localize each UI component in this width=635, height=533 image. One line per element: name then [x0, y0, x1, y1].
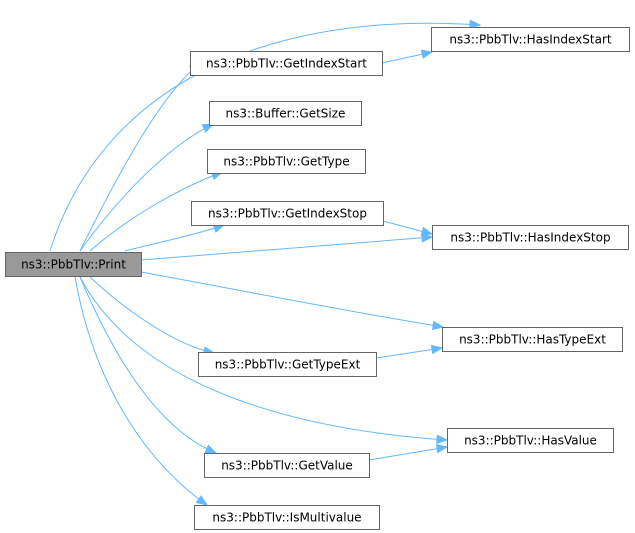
node-box	[207, 149, 366, 174]
node-label: ns3::PbbTlv::HasIndexStart	[449, 33, 612, 47]
node-hasvalue[interactable]: ns3::PbbTlv::HasValue	[447, 428, 614, 453]
edge-gettypeext-to-hastypeext	[375, 344, 444, 359]
node-box	[194, 505, 380, 530]
arrowhead	[435, 444, 449, 454]
edge-line	[74, 276, 208, 506]
edge-print-to-gettypeext	[89, 276, 216, 356]
edge-print-to-getindexstop	[124, 223, 226, 252]
edge-print-to-hastypeext	[140, 271, 445, 331]
edge-print-to-buffergetsize	[79, 123, 215, 252]
arrowhead	[420, 226, 434, 236]
node-buffergetsize[interactable]: ns3::Buffer::GetSize	[209, 101, 362, 126]
edge-line	[79, 276, 217, 454]
node-label: ns3::PbbTlv::HasTypeExt	[459, 333, 606, 347]
node-label: ns3::PbbTlv::GetTypeExt	[215, 358, 361, 372]
arrowhead	[195, 495, 209, 506]
node-label: ns3::PbbTlv::GetValue	[221, 459, 353, 473]
arrowhead	[421, 233, 434, 243]
arrowhead	[431, 320, 445, 331]
edge-line	[124, 224, 225, 252]
node-hastypeext[interactable]: ns3::PbbTlv::HasTypeExt	[442, 327, 623, 352]
node-label: ns3::PbbTlv::HasValue	[464, 434, 597, 448]
edge-line	[89, 276, 215, 354]
node-box	[190, 51, 383, 76]
edge-line	[140, 271, 444, 328]
edge-print-to-hasindexstop	[140, 233, 434, 261]
edge-line	[79, 276, 448, 441]
call-graph-nodes: ns3::PbbTlv::Print ns3::PbbTlv::GetIndexS…	[5, 27, 630, 530]
node-label: ns3::PbbTlv::GetType	[223, 155, 349, 169]
edge-print-to-getvalue	[79, 276, 218, 454]
edge-getvalue-to-hasvalue	[368, 444, 449, 461]
edge-line	[140, 236, 433, 261]
node-box	[432, 225, 629, 250]
edge-getindexstop-to-hasindexstop	[382, 220, 434, 236]
node-print[interactable]: ns3::PbbTlv::Print	[5, 252, 142, 277]
node-gettypeext[interactable]: ns3::PbbTlv::GetTypeExt	[198, 352, 377, 377]
node-getvalue[interactable]: ns3::PbbTlv::GetValue	[204, 453, 370, 478]
node-getindexstop[interactable]: ns3::PbbTlv::GetIndexStop	[191, 201, 384, 226]
node-box	[431, 27, 630, 52]
node-box	[5, 252, 142, 277]
arrowhead	[420, 49, 434, 59]
node-box	[209, 101, 362, 126]
node-ismultivalue[interactable]: ns3::PbbTlv::IsMultivalue	[194, 505, 380, 530]
edge-line	[79, 62, 201, 252]
edge-print-to-ismultivalue	[74, 276, 209, 506]
node-label: ns3::PbbTlv::GetIndexStart	[206, 57, 367, 71]
edge-line	[368, 446, 448, 461]
node-label: ns3::PbbTlv::Print	[21, 258, 126, 272]
node-getindexstart[interactable]: ns3::PbbTlv::GetIndexStart	[190, 51, 383, 76]
edge-line	[79, 123, 214, 252]
arrowhead	[430, 344, 444, 355]
edge-line	[89, 171, 223, 252]
node-label: ns3::PbbTlv::HasIndexStop	[450, 231, 610, 245]
node-label: ns3::PbbTlv::GetIndexStop	[208, 207, 367, 221]
node-label: ns3::Buffer::GetSize	[226, 107, 346, 121]
edge-getindexstart-to-hasindexstart	[381, 49, 434, 64]
edge-line	[375, 347, 443, 359]
node-gettype[interactable]: ns3::PbbTlv::GetType	[207, 149, 366, 174]
arrowhead	[204, 444, 218, 454]
node-hasindexstop[interactable]: ns3::PbbTlv::HasIndexStop	[432, 225, 629, 250]
edge-print-to-hasvalue	[79, 276, 449, 445]
node-box	[198, 352, 377, 377]
arrowhead	[436, 434, 449, 445]
node-box	[447, 428, 614, 453]
node-box	[204, 453, 370, 478]
arrowhead	[469, 19, 482, 30]
node-box	[191, 201, 384, 226]
node-label: ns3::PbbTlv::IsMultivalue	[212, 511, 361, 525]
node-box	[442, 327, 623, 352]
node-hasindexstart[interactable]: ns3::PbbTlv::HasIndexStart	[431, 27, 630, 52]
